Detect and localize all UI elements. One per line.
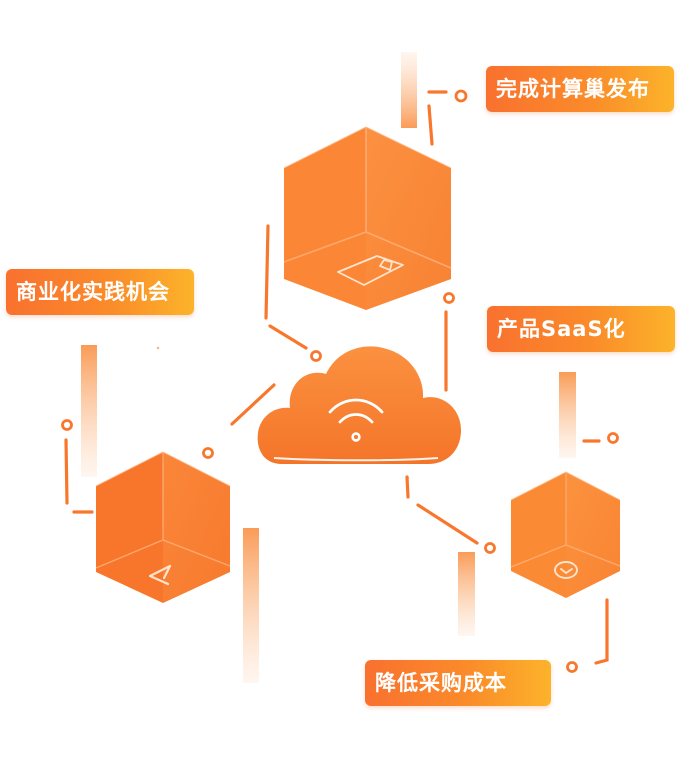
connectors [61, 89, 619, 673]
connector-node [566, 661, 578, 673]
connector-node [61, 419, 73, 431]
connector-top-left [264, 224, 308, 350]
cube-top [283, 126, 452, 310]
bar-left-lower [243, 528, 259, 683]
decor-dot [156, 346, 160, 350]
label-saas: 产品SaaS化 [487, 306, 675, 352]
label-business: 商业化实践机会 [6, 269, 194, 315]
connector-node [443, 292, 455, 304]
connector-node [310, 350, 322, 362]
bar-top [401, 52, 417, 128]
connector-left [64, 438, 94, 514]
decor-bars [81, 52, 576, 683]
cube-left [95, 451, 231, 603]
bar-left [81, 345, 97, 477]
connector-node [484, 542, 496, 554]
bar-bottom-right [458, 552, 475, 636]
decor-dot [407, 477, 409, 479]
connector-cloud-left [230, 383, 276, 426]
label-cost: 降低采购成本 [365, 660, 551, 706]
connector-node [202, 447, 214, 459]
cube-right [510, 471, 621, 598]
connector-cloud-right [405, 475, 479, 545]
cloud [257, 346, 462, 464]
connector-node [454, 89, 468, 103]
cloud-shape [257, 346, 462, 464]
box-tag-icon [337, 255, 404, 286]
connector-node [607, 432, 619, 444]
connector-top-label [427, 90, 448, 146]
clock-icon [554, 561, 578, 579]
bar-right [559, 372, 576, 458]
label-publish: 完成计算巢发布 [486, 66, 674, 112]
connector-right-bottom [594, 598, 609, 665]
wifi-cloud-icon [328, 398, 384, 442]
send-icon [148, 564, 172, 586]
